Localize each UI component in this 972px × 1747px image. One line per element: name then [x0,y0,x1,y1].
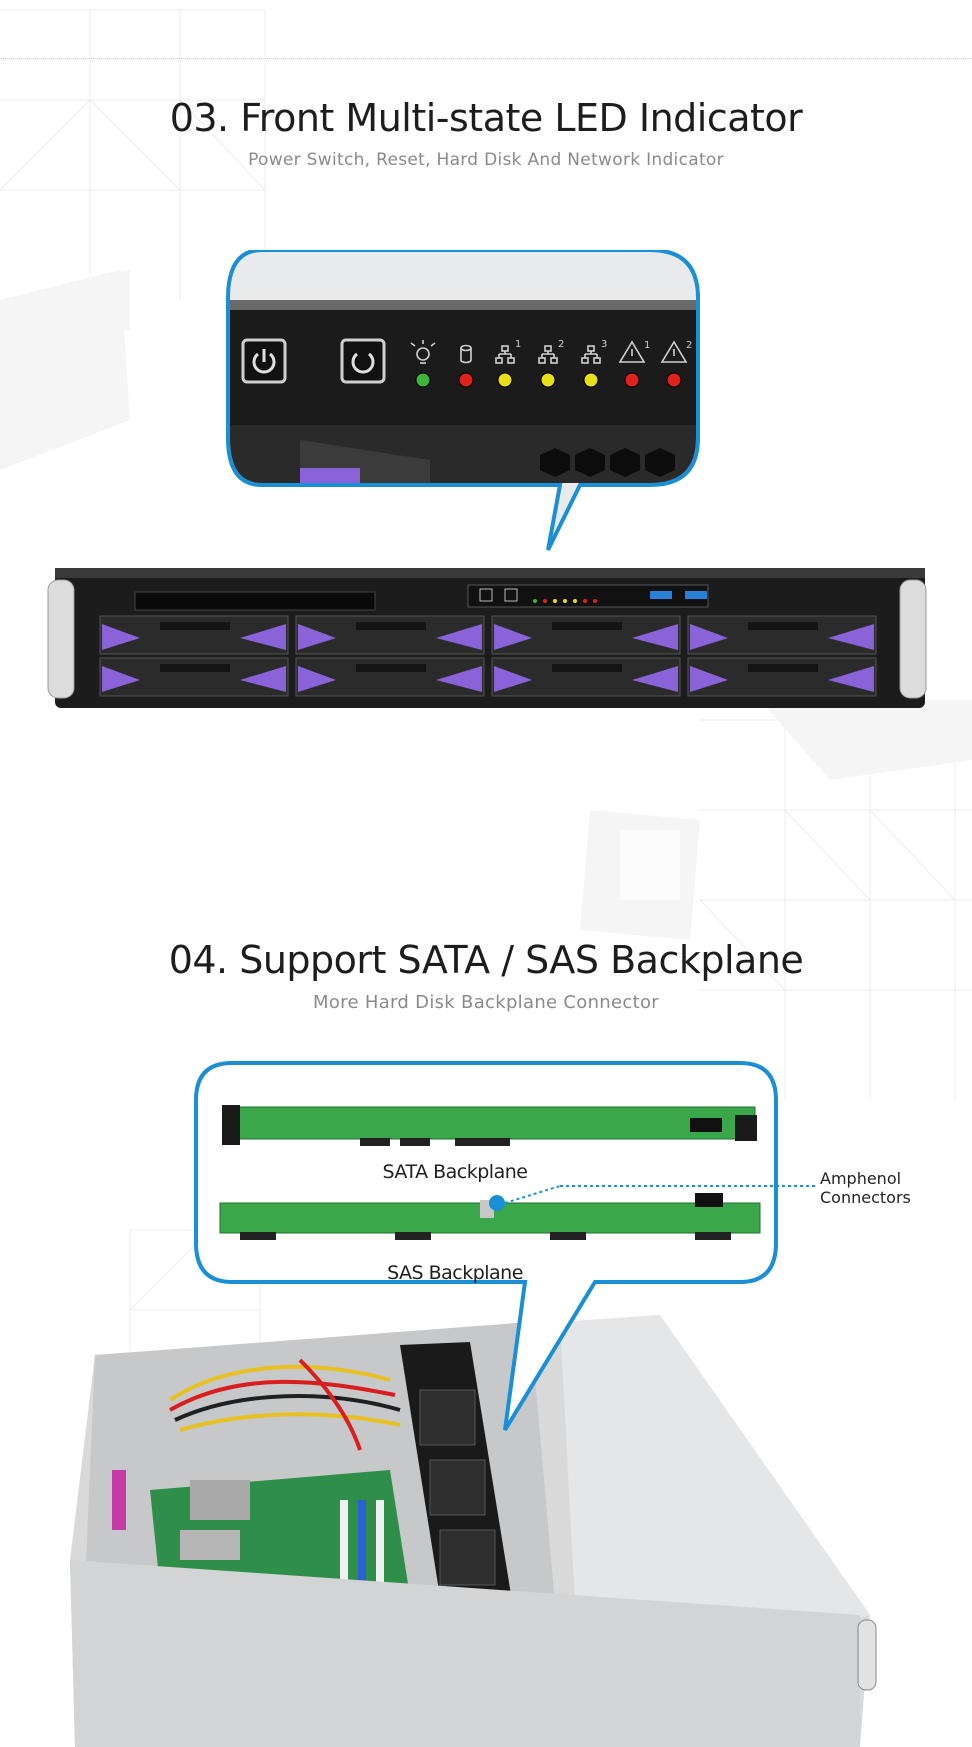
drive-trays [99,615,877,697]
optical-bay [134,591,376,611]
usb-port [685,591,707,599]
mini-power-button [479,588,493,602]
indicator-led [583,372,599,388]
io-port [112,1470,126,1530]
right-rack-handle [899,579,927,699]
indicator-led [497,372,513,388]
backplane-figure: SATA Backplane SAS Backplane Amphenol Co… [70,1061,911,1747]
cpu-heatsink [190,1480,250,1520]
sata-backplane-board [222,1105,757,1146]
backplane-callout: SATA Backplane SAS Backplane [194,1061,815,1432]
network3-icon [581,345,601,364]
connector-marker [489,1195,505,1211]
network1-icon [495,345,515,364]
warning2-number: 2 [686,340,692,351]
section4-subtitle: More Hard Disk Backplane Connector [313,992,659,1013]
open-chassis [70,1315,877,1747]
psu-cables [168,1358,401,1451]
front-io-strip [467,584,709,608]
power-led-icon [410,340,436,364]
warning2-icon [660,340,688,363]
section3-title: 03. Front Multi-state LED Indicator [169,96,803,140]
sata-backplane-label: SATA Backplane [383,1161,528,1183]
mini-reset-button [504,588,518,602]
warning1-number: 1 [644,340,650,351]
network2-icon [538,345,558,364]
indicator-led [415,372,431,388]
connectors-label: Connectors [820,1188,911,1207]
reset-button-icon [340,338,386,384]
server-chassis [47,568,927,708]
network1-number: 1 [515,339,521,350]
left-rack-handle [47,579,75,699]
indicator-led [540,372,556,388]
led-callout: 1 2 3 1 2 [226,250,700,551]
section3-subtitle: Power Switch, Reset, Hard Disk And Netwo… [248,150,724,170]
drive-tray [491,657,681,697]
amphenol-label: Amphenol [820,1169,901,1188]
rack-handle [857,1619,877,1691]
section4-title: 04. Support SATA / SAS Backplane [168,938,804,982]
drive-tray [295,615,485,655]
drive-tray [295,657,485,697]
hdd-led-icon [460,344,472,364]
front-panel-figure: 1 2 3 1 2 [47,250,927,708]
indicator-led [458,372,474,388]
usb-port [650,591,672,599]
indicator-led [666,372,682,388]
sas-backplane-label: SAS Backplane [387,1262,523,1284]
drive-tray [491,615,681,655]
drive-tray [99,657,289,697]
drive-tray [687,657,877,697]
drive-tray [687,615,877,655]
top-divider [0,58,972,59]
network2-number: 2 [558,339,564,350]
network3-number: 3 [601,339,607,350]
drive-tray [99,615,289,655]
warning1-icon [618,340,646,363]
indicator-led [624,372,640,388]
vent-grille [540,448,675,477]
indicator-leds [415,372,682,388]
